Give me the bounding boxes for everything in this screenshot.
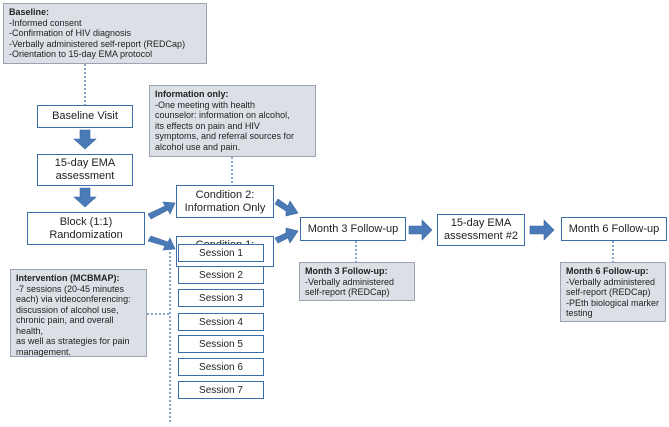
month3-label: Month 3 Follow-up xyxy=(307,222,399,235)
m6-note-line: -PEth biological marker xyxy=(566,297,660,308)
session-box: Session 3 xyxy=(178,289,264,307)
arrow-down-2 xyxy=(73,187,97,208)
intervention-note-title: Intervention (MCBMAP): xyxy=(16,273,120,283)
baseline-note-line: -Informed consent xyxy=(9,17,82,28)
arrow-down-1 xyxy=(73,129,97,150)
info-note-line: its effects on pain and HIV xyxy=(155,120,260,131)
session-label: Session 6 xyxy=(199,361,243,373)
m6-note-line: testing xyxy=(566,308,593,318)
baseline-note-line: -Verbally administered self-report (REDC… xyxy=(9,38,186,49)
session-label: Session 2 xyxy=(199,269,243,281)
baseline-note-line: -Confirmation of HIV diagnosis xyxy=(9,28,132,38)
ema1-label-line2: assessment xyxy=(55,170,115,182)
randomization-label-line2: Randomization xyxy=(49,228,123,241)
m3-note-title: Month 3 Follow-up: xyxy=(305,266,388,276)
info-note-line: -One meeting with health xyxy=(155,99,256,110)
baseline-visit-box: Baseline Visit xyxy=(37,105,133,128)
condition2-label-line1: Condition 2: xyxy=(195,188,255,201)
session-label: Session 1 xyxy=(199,247,243,259)
info-note-line: alcohol use and pain. xyxy=(155,141,241,152)
intervention-note-line: -7 sessions (20-45 minutes xyxy=(16,283,125,294)
m6-note-line: -Verbally administered xyxy=(566,276,656,287)
arrow-ema2-to-m6 xyxy=(529,219,555,241)
ema1-label-line1: 15-day EMA xyxy=(54,157,116,169)
session-box: Session 5 xyxy=(178,335,264,353)
baseline-note-line: -Orientation to 15-day EMA protocol xyxy=(9,49,153,59)
arrow-cond1-to-m3 xyxy=(274,227,299,244)
m3-note-line: -Verbally administered xyxy=(305,276,395,287)
baseline-note-title: Baseline: xyxy=(9,7,50,17)
intervention-note: Intervention (MCBMAP): -7 sessions (20-4… xyxy=(10,269,147,357)
intervention-note-line: discussion of alcohol use, xyxy=(16,304,119,315)
arrow-m3-to-ema2 xyxy=(408,219,433,241)
ema2-label-line2: assessment #2 xyxy=(444,230,518,242)
session-box: Session 6 xyxy=(178,358,264,376)
arrow-block-to-cond1 xyxy=(147,235,176,251)
session-box: Session 7 xyxy=(178,381,264,399)
condition2-box: Condition 2: Information Only xyxy=(176,185,274,218)
info-only-note: Information only: -One meeting with heal… xyxy=(149,85,316,157)
session-label: Session 4 xyxy=(199,316,243,328)
ema1-box: 15-day EMA assessment xyxy=(37,154,133,186)
intervention-note-line: management. xyxy=(16,346,72,357)
info-note-line: counselor: information on alcohol, xyxy=(155,110,290,120)
intervention-note-line: each) via videoconferencing: xyxy=(16,294,131,304)
session-box: Session 1 xyxy=(178,244,264,262)
month6-label: Month 6 Follow-up xyxy=(568,222,660,235)
info-note-line: symptoms, and referral sources for xyxy=(155,131,295,141)
session-label: Session 3 xyxy=(199,292,243,304)
info-note-title: Information only: xyxy=(155,89,229,99)
randomization-label-line1: Block (1:1) xyxy=(59,215,113,228)
ema2-box: 15-day EMA assessment #2 xyxy=(437,214,525,246)
month6-box: Month 6 Follow-up xyxy=(561,217,667,241)
intervention-note-line: chronic pain, and overall health, xyxy=(16,315,114,336)
month3-note: Month 3 Follow-up: -Verbally administere… xyxy=(299,262,415,301)
m6-note-line: self-report (REDCap) xyxy=(566,287,651,297)
m3-note-line: self-report (REDCap) xyxy=(305,287,390,297)
arrow-cond2-to-m3 xyxy=(274,198,299,217)
randomization-box: Block (1:1) Randomization xyxy=(27,212,145,245)
arrow-block-to-cond2 xyxy=(147,201,176,220)
intervention-note-line: as well as strategies for pain xyxy=(16,336,130,346)
condition2-label-line2: Information Only xyxy=(184,201,266,214)
session-box: Session 2 xyxy=(178,266,264,284)
ema2-label-line1: 15-day EMA xyxy=(450,217,512,229)
baseline-visit-label: Baseline Visit xyxy=(52,110,118,122)
session-label: Session 7 xyxy=(199,384,243,396)
month3-box: Month 3 Follow-up xyxy=(300,217,406,241)
m6-note-title: Month 6 Follow-up: xyxy=(566,266,649,276)
baseline-note: Baseline: -Informed consent -Confirmatio… xyxy=(3,3,207,64)
month6-note: Month 6 Follow-up: -Verbally administere… xyxy=(560,262,666,322)
session-box: Session 4 xyxy=(178,313,264,331)
session-label: Session 5 xyxy=(199,338,243,350)
